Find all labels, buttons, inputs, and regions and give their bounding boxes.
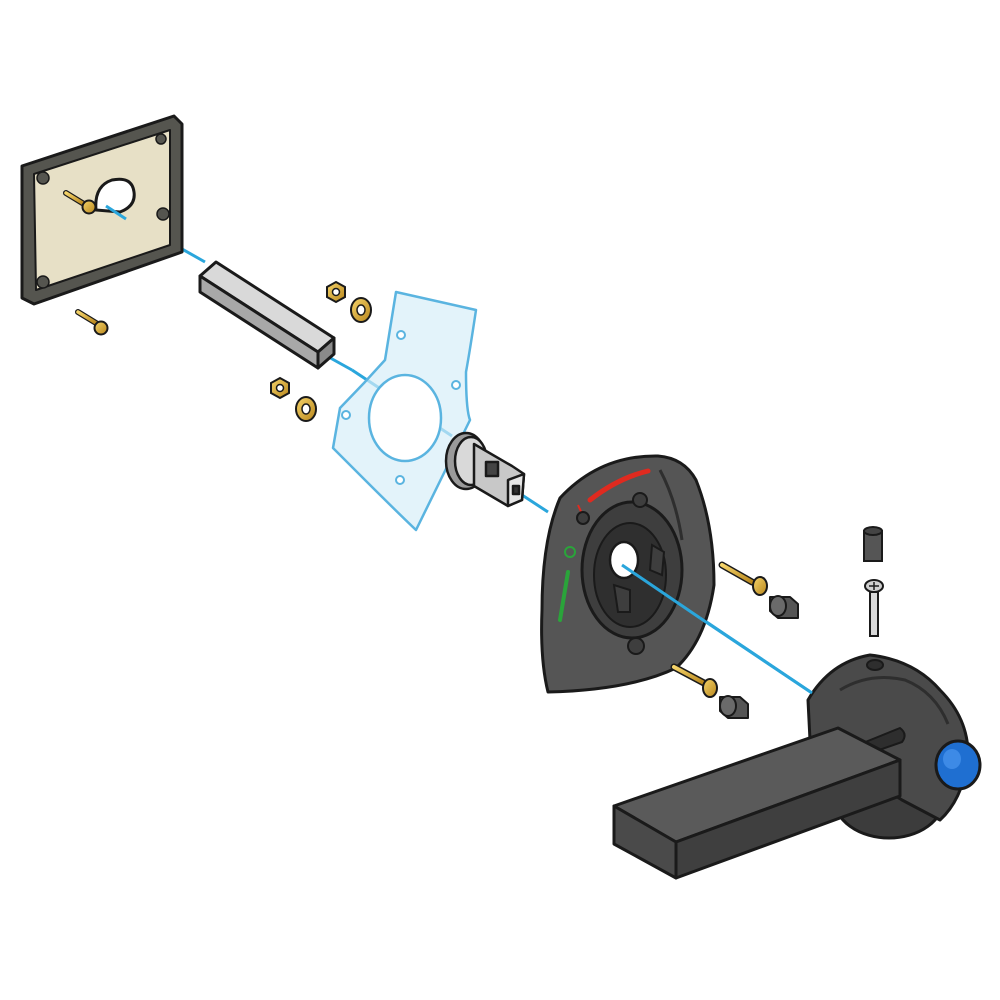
on-indicator-symbol xyxy=(564,546,576,558)
off-indicator xyxy=(587,468,651,503)
washer xyxy=(350,297,372,323)
square-shaft xyxy=(198,260,336,370)
indicator-housing xyxy=(540,454,716,694)
spacer-sleeve xyxy=(769,595,799,619)
machine-screw xyxy=(718,561,768,596)
wood-screw xyxy=(63,190,97,215)
door-plate xyxy=(20,114,184,306)
spacer-sleeve xyxy=(719,695,749,719)
nut xyxy=(326,280,346,304)
on-indicator xyxy=(558,570,570,622)
gasket xyxy=(331,290,478,532)
washer xyxy=(295,396,317,422)
assembly-axis-line xyxy=(699,616,813,695)
machine-screw xyxy=(670,663,718,698)
machine-screw xyxy=(864,579,884,637)
nut xyxy=(270,376,290,400)
spacer-sleeve xyxy=(863,526,883,562)
rotary-handle xyxy=(612,653,982,880)
wood-screw xyxy=(75,309,109,336)
shaft-adapter xyxy=(444,431,526,508)
